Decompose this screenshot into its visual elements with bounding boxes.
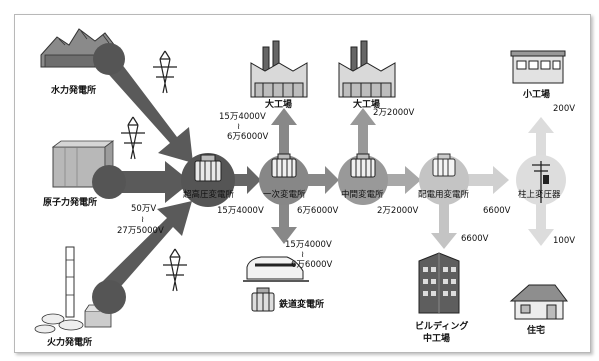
house-down-voltage: 100V xyxy=(553,236,575,246)
gen-voltage-line1: 50万V xyxy=(131,204,156,214)
transformer-icon xyxy=(251,287,275,312)
house-label: 住宅 xyxy=(527,324,545,336)
small-factory-label: 小工場 xyxy=(522,88,550,100)
tower-icon xyxy=(163,248,187,292)
arrow-to-pole xyxy=(467,166,509,194)
pole-transformer-label: 柱上変圧器 xyxy=(518,189,561,200)
rail-voltage-line1: 15万4000V xyxy=(285,240,332,250)
small-up-voltage: 200V xyxy=(553,104,575,114)
to-first-voltage: 15万4000V xyxy=(217,206,264,216)
mid-sub-label: 中間変電所 xyxy=(341,189,384,200)
transformer-icon xyxy=(271,153,297,178)
dist-substation-node xyxy=(419,155,469,205)
first-up-voltage-line2: 6万6000V xyxy=(227,132,269,142)
first-sub-label: 一次変電所 xyxy=(263,189,306,200)
power-distribution-diagram: 水力発電所 原子力発電所 火力発電所 50万V ≀ 27万5000V 超高圧変電… xyxy=(34,28,575,348)
dist-down-voltage: 6600V xyxy=(461,234,489,244)
rail-voltage-tilde: ≀ xyxy=(301,250,304,260)
factory-icon xyxy=(250,40,308,98)
arrow-mid-up xyxy=(350,108,376,156)
arrow-pole-up xyxy=(528,117,554,156)
utility-pole-icon xyxy=(532,161,550,203)
arrow-to-first-sub xyxy=(227,166,261,194)
building-icon xyxy=(418,252,460,314)
large-factory-1-label: 大工場 xyxy=(265,98,292,110)
rail-voltage-line2: 6万6000V xyxy=(291,260,333,270)
transformer-icon xyxy=(432,153,456,177)
to-dist-voltage: 2万2000V xyxy=(377,206,419,216)
arrow-first-down xyxy=(271,204,297,244)
primary-sub-label: 超高圧変電所 xyxy=(183,189,235,200)
house-icon xyxy=(509,284,568,320)
factory-icon xyxy=(338,40,396,98)
arrow-to-dist-sub xyxy=(387,166,421,194)
transformer-icon xyxy=(350,153,376,178)
diagram-frame: 水力発電所 原子力発電所 火力発電所 50万V ≀ 27万5000V 超高圧変電… xyxy=(14,14,591,353)
small-factory-icon xyxy=(510,50,566,84)
arrow-dist-down xyxy=(431,204,457,249)
arrow-nuclear xyxy=(115,161,191,203)
thermal-label: 火力発電所 xyxy=(47,336,92,348)
large-factory-2-label: 大工場 xyxy=(353,98,380,110)
arrow-pole-down xyxy=(528,204,554,246)
to-mid-voltage: 6万6000V xyxy=(297,206,339,216)
arrow-first-up xyxy=(271,108,297,156)
tower-icon xyxy=(153,50,177,94)
train-icon xyxy=(243,256,309,282)
transformer-icon xyxy=(194,154,222,182)
to-pole-voltage: 6600V xyxy=(483,206,511,216)
thermal-node xyxy=(92,280,126,314)
arrow-thermal xyxy=(103,201,192,293)
nuclear-plant-icon xyxy=(51,140,115,188)
nuclear-label: 原子力発電所 xyxy=(43,196,97,208)
dist-sub-label: 配電用変電所 xyxy=(418,189,470,200)
arrow-to-mid-sub xyxy=(307,166,339,194)
hydro-label: 水力発電所 xyxy=(51,84,96,96)
gen-voltage-line2: 27万5000V xyxy=(117,226,164,236)
gen-voltage-tilde: ≀ xyxy=(141,215,144,225)
mid-up-voltage: 2万2000V xyxy=(373,108,415,118)
hydro-node xyxy=(93,43,125,75)
building-label-line2: 中工場 xyxy=(423,332,450,344)
first-up-voltage-tilde: ≀ xyxy=(237,122,240,132)
nuclear-node xyxy=(92,165,126,199)
arrow-hydro xyxy=(103,55,193,163)
first-up-voltage-line1: 15万4000V xyxy=(219,112,266,122)
railway-sub-label: 鉄道変電所 xyxy=(279,298,324,310)
tower-icon xyxy=(121,116,145,160)
building-label-line1: ビルディング xyxy=(415,320,468,332)
